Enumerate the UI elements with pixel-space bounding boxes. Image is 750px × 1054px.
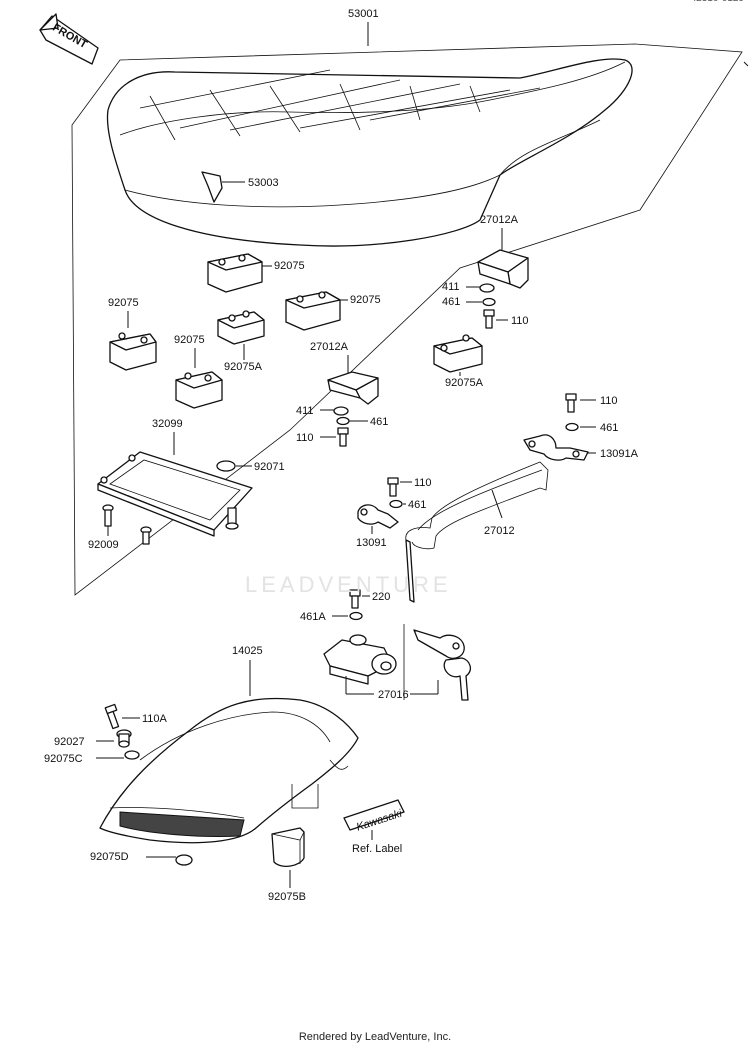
clamp-13091a	[523, 434, 589, 461]
damper-92075-center	[285, 291, 341, 331]
callout-411-center: 411	[296, 405, 314, 417]
bracket-27012a-center	[327, 371, 379, 405]
lockwasher-461-top	[565, 422, 579, 432]
rod-27012	[405, 461, 549, 603]
callout-110-mid: 110	[414, 477, 432, 489]
lockwasher-461-center	[336, 416, 350, 426]
damper-92075-top	[207, 253, 263, 293]
callout-53003: 53003	[248, 177, 279, 189]
callout-14025: 14025	[232, 645, 263, 657]
bracket-27012a-right	[477, 249, 529, 289]
callout-110-top: 110	[600, 395, 618, 407]
front-arrow-icon: FRONT	[39, 13, 99, 65]
bolt-220	[349, 589, 361, 609]
ref-label-caption: Ref. Label	[352, 843, 402, 855]
washer-411-center	[333, 406, 349, 416]
callout-53001: 53001	[348, 8, 379, 20]
footer-credit: Rendered by LeadVenture, Inc.	[298, 1031, 452, 1043]
damper-92075a-right	[433, 334, 483, 373]
callout-461-mid: 461	[408, 499, 426, 511]
bolt-110-mid	[387, 477, 399, 497]
tray-32099	[97, 451, 253, 537]
callout-27012a-center: 27012A	[310, 341, 349, 353]
callout-92075a-right: 92075A	[445, 377, 484, 389]
callout-32099: 32099	[152, 418, 183, 430]
tray-foot-right	[225, 507, 239, 530]
callout-27012: 27012	[484, 525, 515, 537]
seat-53001	[106, 58, 633, 247]
screw-92009-a	[102, 504, 114, 527]
bolt-110-center	[337, 427, 349, 447]
seat-lock-27016	[323, 634, 397, 685]
callout-411-right: 411	[442, 281, 460, 293]
screw-92009-b	[140, 526, 152, 545]
lockwasher-461-mid	[389, 499, 403, 509]
tail-cover-14025	[99, 697, 359, 844]
nut-461a	[349, 611, 363, 621]
grommet-92075c	[124, 750, 140, 760]
cushion-92075b	[271, 827, 305, 868]
watermark-text: LEADVENTURE	[245, 572, 452, 597]
callout-13091a: 13091A	[600, 448, 639, 460]
callout-27012a-right: 27012A	[480, 214, 519, 226]
callout-92009: 92009	[88, 539, 119, 551]
damper-92075a-mid	[217, 310, 265, 345]
lockwasher-461-right	[482, 297, 496, 307]
collar-92027	[116, 729, 132, 748]
callout-13091: 13091	[356, 537, 387, 549]
callout-92027: 92027	[54, 736, 85, 748]
callout-92075-mid: 92075	[174, 334, 205, 346]
callout-92075c: 92075C	[44, 753, 83, 765]
grommet-92075d	[175, 854, 193, 866]
callout-110a: 110A	[142, 713, 168, 725]
damper-92075-mid	[175, 371, 223, 409]
callout-92075d: 92075D	[90, 851, 129, 863]
key-icon	[413, 629, 472, 701]
callout-220: 220	[372, 591, 390, 603]
callout-92075-center: 92075	[350, 294, 381, 306]
washer-411-right	[479, 283, 495, 293]
callout-461-right: 461	[442, 296, 460, 308]
callout-92071: 92071	[254, 461, 285, 473]
corner-code: f2310-0129	[693, 0, 744, 4]
grommet-92071	[216, 460, 236, 472]
callout-92075-top: 92075	[274, 260, 305, 272]
callout-461-center: 461	[370, 416, 388, 428]
callout-92075-left: 92075	[108, 297, 139, 309]
callout-92075a-mid: 92075A	[224, 361, 263, 373]
kawasaki-label: Kawasaki	[343, 799, 405, 834]
callout-110-right: 110	[511, 315, 529, 327]
seat-assembly-frame	[71, 43, 743, 596]
callout-27016: 27016	[378, 689, 409, 701]
callout-461-top: 461	[600, 422, 618, 434]
callout-461a: 461A	[300, 611, 326, 623]
damper-92075-left	[109, 332, 157, 371]
bolt-110-top	[565, 393, 577, 413]
callout-110-center: 110	[296, 432, 314, 444]
callout-92075b: 92075B	[268, 891, 306, 903]
bolt-110-right	[483, 309, 495, 329]
clamp-13091	[357, 504, 399, 529]
bolt-110a	[104, 703, 120, 730]
